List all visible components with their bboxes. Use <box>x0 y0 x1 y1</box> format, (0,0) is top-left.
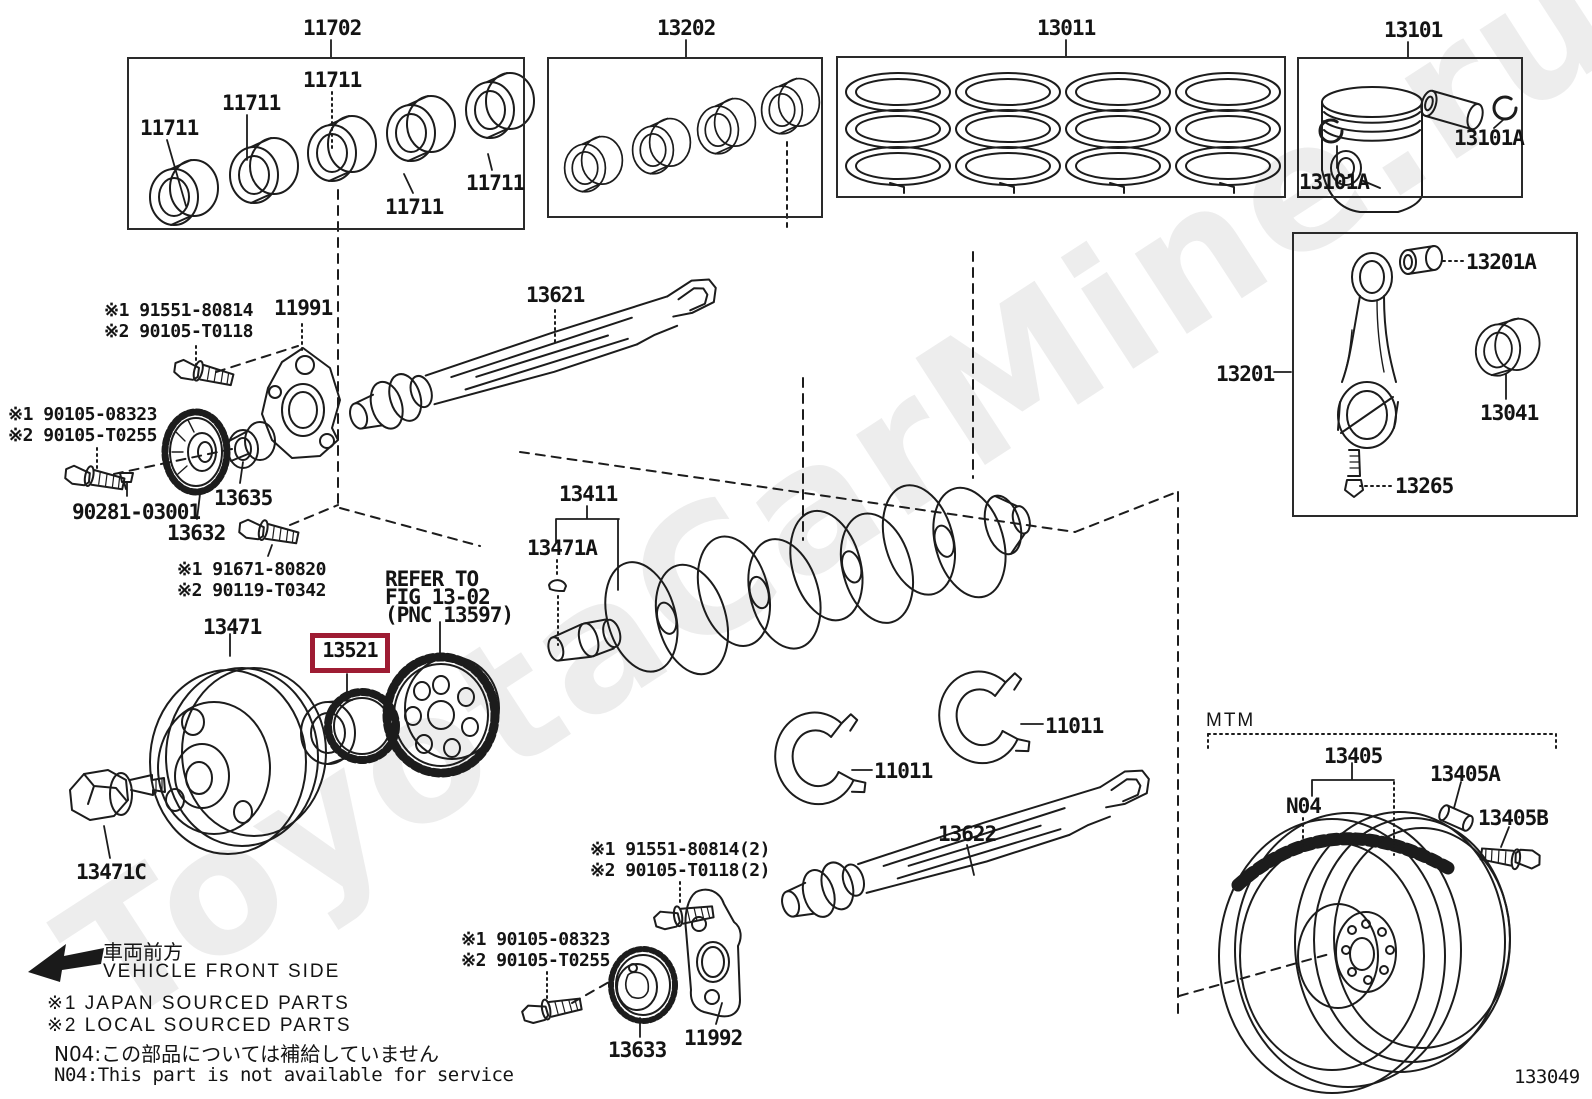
label-133049: 133049 <box>1514 1066 1580 1088</box>
label-fig-13-02: FIG 13-02 <box>385 585 491 609</box>
label-11702: 11702 <box>303 16 362 40</box>
box-piston-13101 <box>1297 57 1523 198</box>
label-n04: N04:この部品については補給していません <box>54 1042 439 1066</box>
label-1-91551-80814: ※1 91551-80814 <box>104 300 253 321</box>
label-2-90105-t0255: ※2 90105-T0255 <box>8 425 157 446</box>
label-leaders <box>103 39 1510 1038</box>
label-13202: 13202 <box>657 16 716 40</box>
label-2-90105-t0255: ※2 90105-T0255 <box>461 950 610 971</box>
bracket-11992-drawing <box>684 888 742 1018</box>
dotted-leaders <box>96 91 1557 1001</box>
label-11011: 11011 <box>874 759 933 783</box>
label-1-japan-sourced-parts: ※1 JAPAN SOURCED PARTS <box>47 993 350 1014</box>
label-2-90105-t0118: ※2 90105-T0118 <box>104 321 253 342</box>
label-1-91551-80814-2: ※1 91551-80814(2) <box>590 839 770 860</box>
crankshaft-drawing <box>547 484 1031 676</box>
label-13201: 13201 <box>1216 362 1275 386</box>
label-13405: 13405 <box>1324 744 1383 768</box>
pulley-bolt-drawing <box>69 769 166 821</box>
label-1-91671-80820: ※1 91671-80820 <box>177 559 326 580</box>
label-refer-to: REFER TO <box>385 567 479 591</box>
label-11711: 11711 <box>140 116 199 140</box>
box-main-bearings-11702 <box>127 57 525 230</box>
box-piston-rings-13011 <box>836 56 1286 198</box>
balanceshaft-driven-gear-drawing <box>608 946 678 1024</box>
label-2-local-sourced-parts: ※2 LOCAL SOURCED PARTS <box>47 1015 352 1036</box>
balanceshaft-drive-drawing <box>161 347 341 496</box>
label-11992: 11992 <box>684 1026 743 1050</box>
label-13405a: 13405A <box>1430 762 1501 786</box>
label-11711: 11711 <box>303 68 362 92</box>
flywheel-drawing <box>1218 811 1511 1094</box>
woodruff-key-drawing <box>548 579 567 593</box>
label-13622: 13622 <box>938 822 997 846</box>
label-13471c: 13471C <box>76 860 147 884</box>
highlighted-part-13521[interactable]: 13521 <box>310 633 390 673</box>
box-rod-bearings-13202 <box>547 57 823 218</box>
label-11711: 11711 <box>222 91 281 115</box>
label-11711: 11711 <box>466 171 525 195</box>
front-direction-arrow <box>28 944 104 982</box>
label-11711: 11711 <box>385 195 444 219</box>
label-13101a: 13101A <box>1299 170 1370 194</box>
label-11011: 11011 <box>1045 714 1104 738</box>
label-n04-this-part-is-not-available-for-service: N04:This part is not available for servi… <box>54 1064 514 1086</box>
nut-drawing <box>119 472 134 490</box>
label-13011: 13011 <box>1037 16 1096 40</box>
label-pnc-13597: (PNC 13597) <box>385 603 514 627</box>
label-90281-03001: 90281-03001 <box>72 500 201 524</box>
connecting-rod-drawing <box>1337 245 1544 498</box>
label-13411: 13411 <box>559 482 618 506</box>
label-n04: N04 <box>1286 794 1322 818</box>
piston-drawing <box>1318 86 1518 213</box>
label-13405b: 13405B <box>1478 806 1549 830</box>
label-vehicle-front-side: VEHICLE FRONT SIDE <box>103 961 341 982</box>
label-13632: 13632 <box>167 521 226 545</box>
label-11991: 11991 <box>274 296 333 320</box>
label-13471: 13471 <box>203 615 262 639</box>
label-13201a: 13201A <box>1466 250 1537 274</box>
label-: 車両前方 <box>103 940 183 964</box>
label-13101a: 13101A <box>1454 126 1525 150</box>
label-13101: 13101 <box>1384 18 1443 42</box>
label-2-90105-t0118-2: ※2 90105-T0118(2) <box>590 860 770 881</box>
label-13633: 13633 <box>608 1038 667 1062</box>
label-mtm: MTM <box>1206 710 1256 731</box>
label-13041: 13041 <box>1480 401 1539 425</box>
dashed-lines <box>113 141 1334 1017</box>
box-connecting-rod-13201 <box>1292 232 1578 517</box>
label-13471a: 13471A <box>527 536 598 560</box>
timing-sprocket-drawing <box>382 652 500 778</box>
label-2-90119-t0342: ※2 90119-T0342 <box>177 580 326 601</box>
flywheel-pin-drawing <box>1438 804 1474 832</box>
label-13265: 13265 <box>1395 474 1454 498</box>
label-1-90105-08323: ※1 90105-08323 <box>8 404 157 425</box>
label-13635: 13635 <box>214 486 273 510</box>
label-13621: 13621 <box>526 283 585 307</box>
label-1-90105-08323: ※1 90105-08323 <box>461 929 610 950</box>
